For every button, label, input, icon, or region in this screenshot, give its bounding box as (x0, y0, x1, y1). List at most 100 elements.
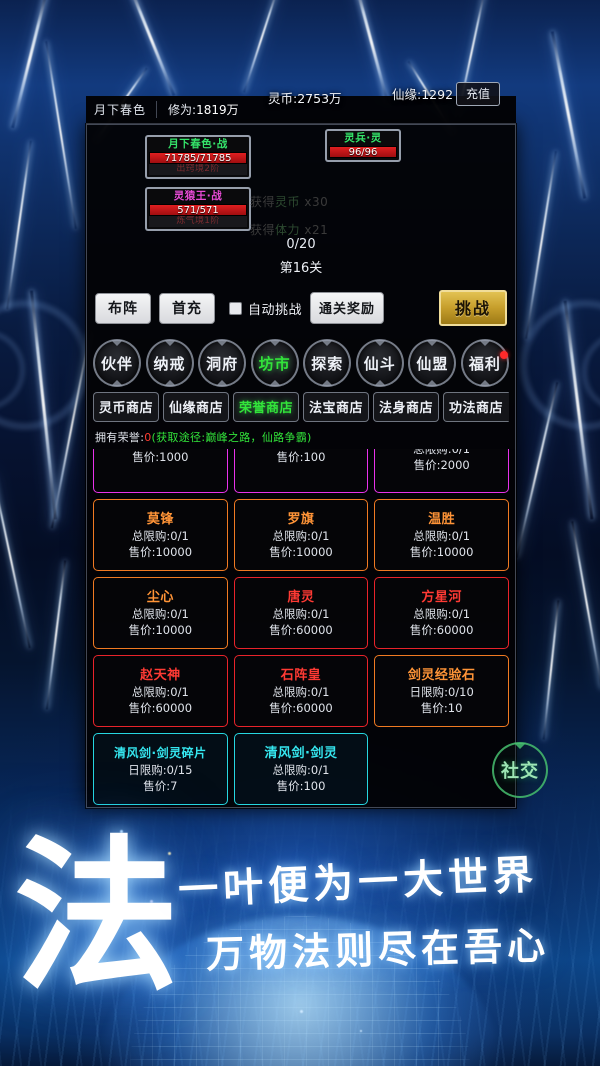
shop-item-card[interactable]: 赵天神 总限购:0/1 售价:60000 (93, 655, 228, 727)
shop-item-name: 罗旗 (287, 511, 315, 527)
shop-item-price: 售价:10000 (409, 544, 474, 559)
nav-item-dongfu-label: 洞府 (206, 354, 239, 373)
nav-item-dongfu[interactable]: 洞府 (198, 339, 247, 387)
nav-item-huoban[interactable]: 伙伴 (93, 339, 141, 387)
shop-item-price: 售价:10000 (269, 544, 333, 559)
shop-tab-fashen[interactable]: 法身商店 (373, 392, 439, 422)
reward-line-1-prefix: 获得 (250, 195, 276, 209)
nav-notch-top-icon (216, 340, 229, 346)
shop-item-name: 唐灵 (287, 589, 315, 605)
shop-item-card[interactable]: 罗旗 总限购:0/1 售价:10000 (233, 499, 369, 571)
enemy-unit-1[interactable]: 灵兵·灵 96/96 (325, 129, 401, 162)
shop-item-card[interactable]: 清风剑·剑灵碎片 日限购:0/15 售价:7 (93, 733, 228, 805)
nav-item-fangshi[interactable]: 坊市 (250, 339, 299, 387)
honor-value: 0 (144, 431, 152, 444)
promo-big-character: 法 (14, 818, 179, 1013)
nav-item-fuli[interactable]: 福利 (460, 339, 509, 387)
clear-reward-button[interactable]: 通关奖励 (310, 292, 385, 324)
shop-item-name: 莫锋 (146, 511, 174, 527)
shop-item-price: 售价:1000 (132, 450, 189, 464)
shop-tab-lingbi[interactable]: 灵币商店 (93, 392, 159, 422)
shop-item-card[interactable]: 尘心 总限购:0/1 售价:10000 (93, 577, 228, 649)
shop-item-card[interactable]: 唐灵 总限购:0/1 售价:60000 (233, 577, 369, 649)
shop-item-card[interactable]: 温胜 总限购:0/1 售价:10000 (374, 499, 509, 571)
nav-item-xianmeng[interactable]: 仙盟 (408, 339, 457, 387)
shop-item-limit: 总限购:0/1 (272, 684, 330, 699)
social-notch-icon (514, 743, 526, 749)
recharge-button[interactable]: 充值 (456, 82, 501, 106)
shop-tab-xianyuan[interactable]: 仙缘商店 (163, 392, 229, 422)
shop-item-name: 方星河 (421, 589, 462, 605)
nav-row: 伙伴 纳戒 洞府 坊市 探索 (87, 335, 515, 390)
reward-line-2-amount: x21 (304, 223, 329, 237)
ally-unit-1-hpbar: 71785/71785 (149, 152, 247, 164)
challenge-button[interactable]: 挑战 (438, 290, 507, 326)
nav-notch-bottom-icon (373, 380, 386, 386)
ally-unit-2[interactable]: 灵猿王·战 571/571 炼气境1阶 (145, 187, 251, 231)
header-stat-lingbi-value: 2753万 (297, 91, 342, 106)
shop-item-limit: 总限购:0/1 (413, 449, 471, 456)
ally-unit-2-hptext: 571/571 (177, 205, 219, 216)
nav-notch-bottom-icon (268, 380, 281, 386)
shop-item-card[interactable]: 石阵皇 总限购:0/1 售价:60000 (233, 655, 369, 727)
nav-notch-bottom-icon (478, 380, 491, 386)
main-panel: 月下春色·战 71785/71785 出窍境2阶 灵猿王·战 571/571 炼… (86, 124, 516, 808)
nav-item-tansuo-label: 探索 (311, 354, 344, 373)
social-button-label: 社交 (501, 761, 539, 782)
shop-grid-scroll[interactable]: 售价:1000 售价:100 总限购:0/1 售价:2000 莫锋 总限购:0/… (87, 449, 515, 807)
battle-stage: 第16关 (279, 261, 323, 276)
shop-tab-rongyu[interactable]: 荣誉商店 (233, 392, 299, 422)
battle-area: 月下春色·战 71785/71785 出窍境2阶 灵猿王·战 571/571 炼… (87, 125, 515, 285)
shop-item-card[interactable]: 总限购:0/1 售价:2000 (374, 449, 509, 493)
shop-item-name: 温胜 (428, 511, 456, 527)
reward-line-1: 获得灵币 x30 (250, 193, 328, 210)
shop-item-price: 售价:60000 (269, 622, 333, 637)
auto-challenge-toggle[interactable]: 自动挑战 (229, 299, 302, 318)
nav-item-xianmeng-label: 仙盟 (416, 354, 449, 373)
shop-item-price: 售价:7 (143, 778, 178, 793)
nav-notch-bottom-icon (163, 380, 176, 386)
header-stat-lingbi-label: 灵币 (268, 91, 294, 106)
shop-item-card[interactable]: 剑灵经验石 日限购:0/10 售价:10 (374, 655, 509, 727)
shop-item-price: 售价:10 (420, 700, 463, 715)
shop-item-limit: 总限购:0/1 (272, 528, 330, 543)
shop-item-card[interactable]: 清风剑·剑灵 总限购:0/1 售价:100 (233, 733, 369, 805)
shop-tab-fabao[interactable]: 法宝商店 (303, 392, 369, 422)
shop-item-price: 售价:10000 (128, 544, 193, 559)
shop-item-card[interactable]: 方星河 总限购:0/1 售价:60000 (374, 577, 509, 649)
shop-item-name: 清风剑·剑灵碎片 (114, 745, 207, 760)
header-stat-lingbi: 灵币:2753万 (268, 91, 342, 106)
shop-item-card[interactable]: 莫锋 总限购:0/1 售价:10000 (93, 499, 228, 571)
ally-unit-1[interactable]: 月下春色·战 71785/71785 出窍境2阶 (145, 135, 251, 179)
nav-item-xiandou-label: 仙斗 (363, 354, 396, 373)
shop-tab-gongfa[interactable]: 功法商店 (443, 392, 509, 422)
nav-notch-bottom-icon (321, 380, 334, 386)
header-stat-xianyuan-label: 仙缘 (392, 87, 418, 102)
shop-item-card[interactable]: 售价:100 (233, 449, 369, 493)
shop-item-name: 石阵皇 (280, 667, 322, 683)
formation-button[interactable]: 布阵 (95, 292, 151, 324)
nav-notch-bottom-icon (426, 380, 439, 386)
honor-prefix: 拥有荣誉: (95, 431, 145, 444)
shop-item-name: 赵天神 (140, 667, 181, 683)
shop-item-price: 售价:60000 (409, 622, 474, 637)
shop-item-price: 售价:10000 (128, 622, 193, 637)
auto-challenge-checkbox[interactable] (229, 301, 242, 315)
social-button[interactable]: 社交 (492, 742, 548, 798)
shop-item-limit: 总限购:0/1 (131, 528, 189, 543)
nav-notch-bottom-icon (111, 380, 123, 386)
nav-item-tansuo[interactable]: 探索 (303, 339, 352, 387)
honor-ways: (获取途径:巅峰之路，仙路争霸) (151, 431, 312, 444)
player-name: 月下春色 (94, 101, 158, 118)
battle-counter: 0/20 (286, 237, 316, 252)
first-charge-button[interactable]: 首充 (159, 292, 215, 324)
shop-item-card[interactable]: 售价:1000 (93, 449, 228, 493)
nav-item-huoban-label: 伙伴 (100, 354, 133, 373)
nav-item-xiandou[interactable]: 仙斗 (355, 339, 404, 387)
nav-item-fuli-label: 福利 (468, 354, 501, 373)
nav-item-najie[interactable]: 纳戒 (145, 339, 194, 387)
shop-item-name: 剑灵经验石 (407, 667, 476, 683)
header-stat-xiuwei-label: 修为 (168, 103, 193, 117)
shop-item-price: 售价:100 (276, 778, 326, 793)
